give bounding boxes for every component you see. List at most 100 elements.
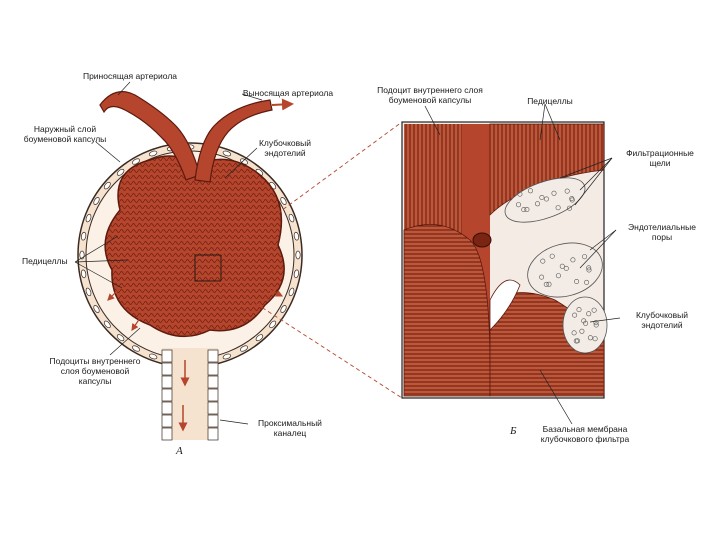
filtrate-arrow-1 (107, 289, 119, 301)
label-glomerular-endothelium-b: Клубочковый эндотелий (635, 310, 688, 330)
endothelial-pore (543, 281, 549, 287)
zoom-connector-top (220, 121, 403, 256)
capsule-cell (269, 320, 277, 329)
endothelial-pore (559, 263, 565, 269)
endothelial-pore (570, 257, 576, 263)
label-pedicels-b: Педицеллы (527, 96, 573, 106)
endothelial-pore (564, 188, 570, 194)
capsule-cell (103, 320, 111, 329)
tubule-cells (161, 349, 219, 441)
endothelial-pore (534, 201, 540, 207)
label-podocytes-inner: Подоциты внутреннего слоя боуменовой кап… (49, 356, 141, 386)
tubule-cell (207, 388, 219, 402)
endothelial-pore (583, 320, 589, 326)
endothelial-pore (582, 254, 588, 260)
label-afferent-arteriole: Приносящая артериола (82, 71, 178, 81)
capsule-cell (288, 213, 295, 223)
capsule-cell (222, 353, 232, 360)
capsule-cell (132, 158, 140, 165)
capsule-cell (293, 231, 300, 241)
capsule-cell (85, 213, 92, 223)
leader-lines-a (74, 81, 263, 425)
endothelial-pore (572, 312, 578, 318)
label-outer-layer: Наружный слой боуменовой капсулы (23, 124, 107, 144)
zoom-region (194, 254, 222, 282)
endothelial-pore (584, 279, 590, 285)
capsule-cell (116, 334, 125, 342)
endothelial-pore (569, 196, 575, 202)
capsule-cell (280, 197, 287, 205)
endothelial-pore (517, 191, 523, 197)
endothelial-pore (549, 253, 555, 259)
capsule-cell (280, 305, 287, 313)
endothelial-pore (555, 273, 561, 279)
endothelial-pore (566, 205, 572, 211)
panel-b (401, 103, 621, 425)
endothelial-pores (515, 188, 599, 344)
capsule-cell (295, 250, 301, 260)
capsule-cell (85, 287, 92, 297)
leader-lines-b (424, 103, 621, 425)
panel-letter-b: Б (510, 425, 517, 437)
endothelial-pore (540, 258, 546, 264)
capsule-cell (80, 269, 87, 279)
endothelial-pore (591, 307, 597, 313)
capsule-cell (255, 334, 264, 342)
capsule-cell (293, 269, 300, 279)
tubule-cell (161, 375, 173, 389)
label-glomerular-endothelium-a: Клубочковый эндотелий (258, 138, 311, 158)
endothelial-pore (586, 311, 592, 317)
endothelial-pore (579, 328, 585, 334)
tubule-cell (161, 362, 173, 376)
endothelial-pore (593, 320, 599, 326)
tubule-cell (161, 349, 173, 363)
endothelial-pore (587, 335, 593, 341)
efferent-arteriole (194, 99, 273, 183)
capsule-cell (148, 150, 158, 157)
tubule-cell (207, 375, 219, 389)
endothelial-pore (546, 281, 552, 287)
filtrate-arrow-2 (269, 289, 284, 297)
endothelial-pore (571, 330, 577, 336)
capsule-cell (240, 345, 248, 352)
glomerulus (104, 155, 285, 338)
tubule-cell (207, 414, 219, 428)
tubule-cell (207, 349, 219, 363)
endothelial-pore (524, 207, 530, 213)
endothelial-pore (527, 188, 533, 194)
endothelial-pore (573, 338, 579, 344)
efferent-arrow (271, 98, 294, 111)
endothelial-pore (563, 265, 569, 271)
capsule-cell (93, 197, 100, 205)
tubule-cell (207, 401, 219, 415)
label-proximal-tubule: Проксимальный каналец (258, 418, 322, 438)
filtrate-arrow-3 (131, 317, 141, 331)
endothelial-pore (551, 190, 557, 196)
endothelial-pore (521, 207, 527, 213)
capsule-cell (288, 287, 295, 297)
endothelial-pore (515, 202, 521, 208)
tubule-cell (161, 388, 173, 402)
label-filtration-slits: Фильтрационные щели (626, 148, 694, 168)
zoom-connector-bottom (220, 280, 403, 399)
afferent-arteriole (99, 91, 201, 181)
label-endothelial-pores: Эндотелиальные поры (628, 222, 696, 242)
urinary-space-cleft (489, 279, 521, 331)
endothelial-pore (593, 322, 599, 328)
panel-a (74, 81, 303, 441)
capsule-cell (103, 181, 111, 190)
tubule-cell (161, 414, 173, 428)
endothelial-pore (592, 336, 598, 342)
tubule-cell (161, 427, 173, 441)
capsule-cell (148, 353, 158, 360)
endothelial-pore (543, 196, 549, 202)
podocyte-nucleus (472, 232, 492, 248)
capsule-cell (116, 168, 125, 176)
label-podocyte-inner-b: Подоцит внутреннего слоя боуменовой капс… (377, 85, 483, 105)
endothelial-pore (539, 274, 545, 280)
label-pedicels-a: Педицеллы (22, 256, 68, 266)
tubule-cell (207, 427, 219, 441)
capsule-cell (222, 150, 232, 157)
endothelial-pore (574, 278, 580, 284)
